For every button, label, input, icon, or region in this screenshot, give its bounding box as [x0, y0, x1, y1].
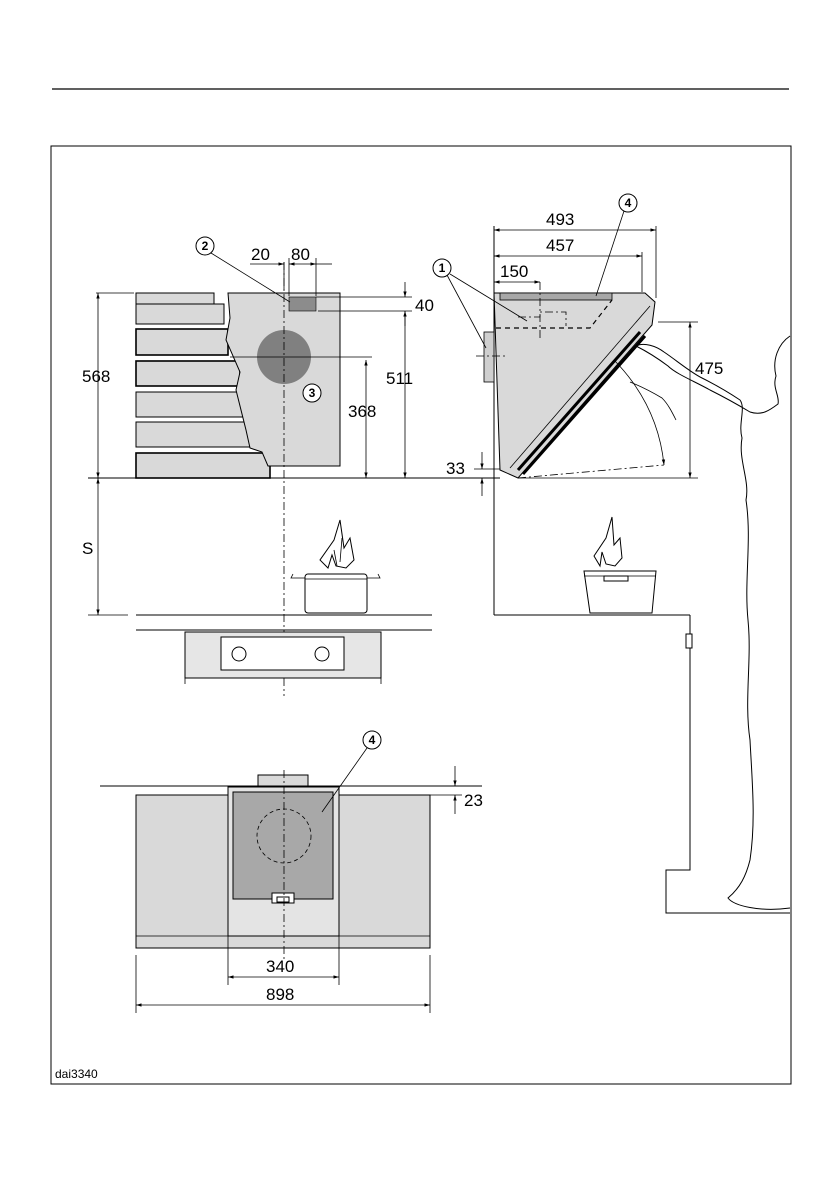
callout-1-label: 1: [439, 261, 446, 275]
dim-20-label: 20: [251, 245, 270, 264]
bracket-top-bottom-view: [258, 775, 308, 786]
flame-icon: [320, 520, 354, 568]
grease-filter-top: [500, 293, 612, 300]
bottom-view: 23 340 898 4: [100, 731, 483, 1013]
cabinet-panel: [136, 329, 228, 355]
hob-knob-icon: [315, 647, 329, 661]
dim-23-label: 23: [464, 791, 483, 810]
dim-898-label: 898: [266, 985, 294, 1004]
dim-80-label: 80: [291, 245, 310, 264]
dim-568-label: 568: [82, 367, 110, 386]
cabinet-panel: [136, 422, 256, 447]
dim-493-label: 493: [546, 210, 574, 229]
cabinet-panel: [136, 392, 244, 417]
dim-340-label: 340: [266, 957, 294, 976]
cabinet-panel: [136, 361, 240, 386]
dim-40-label: 40: [415, 296, 434, 315]
dim-S-label: S: [82, 539, 93, 558]
kitchen-unit-outline: [666, 615, 790, 913]
callout-4-label-bottom: 4: [369, 733, 376, 747]
dim-33-label: 33: [446, 459, 465, 478]
cooking-pot-icon: [305, 574, 367, 613]
callout-2-label: 2: [202, 239, 209, 253]
dim-511-label: 511: [386, 369, 413, 388]
person-silhouette: [636, 336, 790, 909]
wall-bracket: [484, 332, 494, 382]
dim-475-label: 475: [695, 359, 723, 378]
cabinet-panel: [136, 293, 214, 304]
callout-4-label-side: 4: [625, 196, 632, 210]
flame-icon-side: [594, 517, 622, 566]
hood-side-body: [494, 293, 655, 478]
dim-368-label: 368: [348, 402, 376, 421]
figure-reference-code: dai3340: [55, 1067, 98, 1081]
cable-entry-marker: [289, 297, 316, 311]
front-view: 20 80 40 511 368 568 S: [82, 237, 500, 696]
cabinet-panel: [136, 304, 224, 324]
callout-3-label: 3: [309, 386, 316, 400]
cabinet-panel: [136, 453, 270, 478]
grease-filter-bottom: [233, 792, 333, 899]
dim-457-label: 457: [546, 236, 574, 255]
dim-150-label: 150: [500, 262, 528, 281]
hob-knob-icon: [232, 647, 246, 661]
side-view: 493 457 150 475 33 1 4: [433, 194, 790, 913]
